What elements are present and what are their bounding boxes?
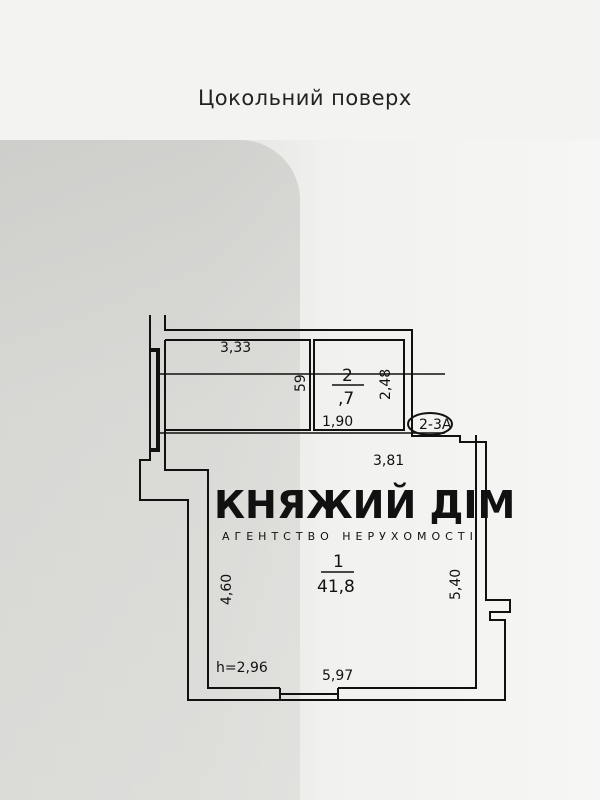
watermark-name: КНЯЖИЙ ДІМ	[214, 483, 515, 527]
left-wall-thick	[150, 348, 160, 452]
floor-title: Цокольний поверх	[198, 86, 412, 110]
stair-label-oval	[407, 412, 453, 436]
dim-corridor-width: 3,81	[373, 453, 404, 469]
room2-wall	[313, 339, 405, 431]
room2-area: ,7	[338, 389, 354, 409]
window	[279, 688, 339, 700]
dim-right-height: 5,40	[448, 569, 464, 600]
dim-left-small: 59	[293, 374, 309, 392]
inner-wall	[164, 339, 477, 689]
dim-top-left-width: 3,33	[220, 340, 251, 356]
dim-room2-width: 1,90	[322, 414, 353, 430]
dim-bottom-width: 5,97	[322, 668, 353, 684]
outer-wall	[139, 315, 511, 701]
watermark-subtitle: АГЕНТСТВО НЕРУХОМОСТІ	[222, 530, 478, 543]
room1-area: 41,8	[317, 577, 355, 597]
shadow	[0, 140, 300, 800]
stair-label: 2-3А	[419, 417, 452, 433]
ceiling-height: h=2,96	[216, 660, 268, 676]
room1-number: 1	[333, 552, 344, 572]
room2-number: 2	[342, 366, 353, 386]
paper-top	[0, 0, 600, 140]
dim-room2-height: 2,48	[378, 369, 394, 400]
dim-left-height: 4,60	[219, 574, 235, 605]
